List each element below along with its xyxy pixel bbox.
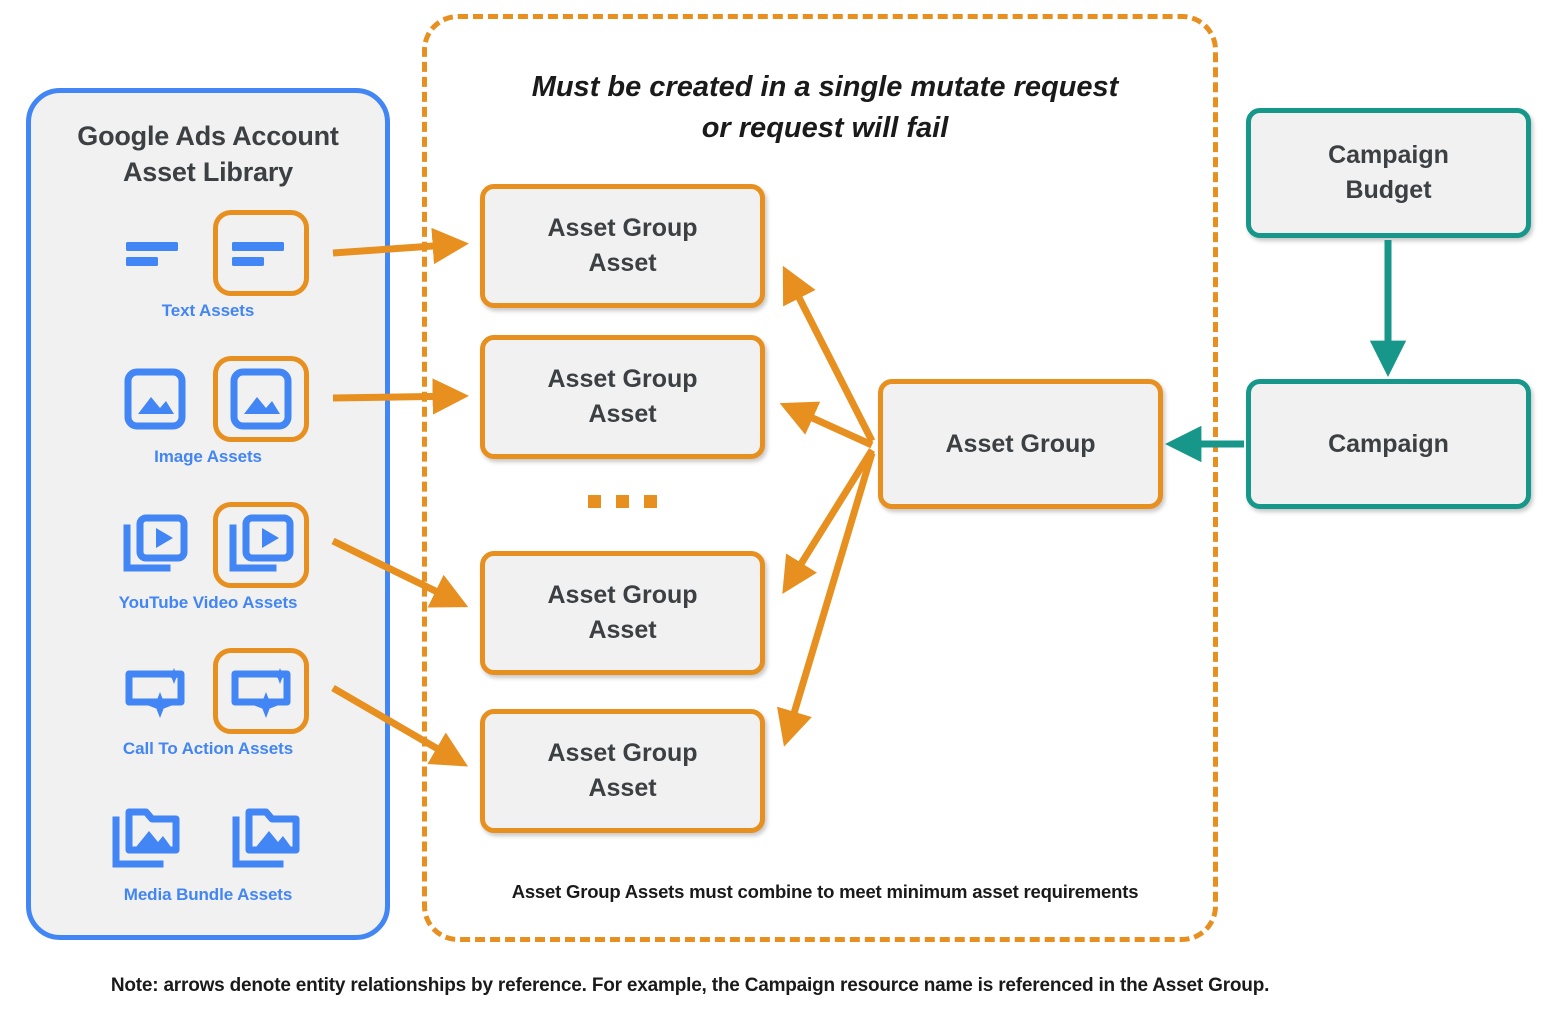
video-asset-icon-selected[interactable]	[213, 502, 309, 588]
image-asset-icon-plain	[107, 356, 203, 442]
asset-group-asset-2-line-1: Asset Group	[547, 365, 698, 393]
asset-icons-image	[31, 353, 385, 445]
asset-group-asset-node-4[interactable]: Asset Group Asset	[480, 709, 765, 833]
asset-icons-video	[31, 499, 385, 591]
campaign-label: Campaign	[1328, 429, 1449, 458]
asset-row-cta: Call To Action Assets	[31, 645, 385, 771]
asset-icons-media-bundle	[31, 791, 385, 883]
call-to-action-asset-icon	[231, 668, 291, 718]
ellipsis-dot-2	[616, 494, 629, 508]
asset-row-image: Image Assets	[31, 353, 385, 479]
asset-row-text: Text Assets	[31, 207, 385, 333]
call-to-action-asset-icon-plain	[107, 648, 203, 734]
asset-icons-cta	[31, 645, 385, 737]
media-bundle-asset-icon-plain-1	[100, 794, 196, 880]
asset-row-video: YouTube Video Assets	[31, 499, 385, 625]
asset-group-asset-node-2[interactable]: Asset Group Asset	[480, 335, 765, 459]
asset-group-asset-2-line-2: Asset	[588, 400, 657, 428]
call-to-action-asset-icon-selected[interactable]	[213, 648, 309, 734]
campaign-budget-line-1: Campaign	[1328, 141, 1449, 169]
asset-library-title-line-1: Google Ads Account	[77, 121, 339, 151]
campaign-budget-line-2: Budget	[1345, 176, 1432, 204]
asset-caption-cta: Call To Action Assets	[122, 739, 294, 758]
asset-row-media-bundle: Media Bundle Assets	[31, 791, 385, 917]
media-bundle-asset-icon	[232, 808, 300, 868]
campaign-budget-node[interactable]: Campaign Budget	[1246, 108, 1531, 238]
asset-caption-video: YouTube Video Assets	[118, 593, 298, 612]
asset-caption-media-bundle: Media Bundle Assets	[123, 885, 293, 904]
text-asset-icon-selected[interactable]	[213, 210, 309, 296]
text-asset-icon	[232, 242, 284, 266]
mutate-container-footnote: Asset Group Assets must combine to meet …	[511, 881, 1139, 902]
asset-group-asset-1-line-2: Asset	[588, 249, 657, 277]
asset-icons-text	[31, 207, 385, 299]
mutate-title-line-2: or request will fail	[701, 111, 949, 144]
ellipsis-dot-3	[644, 494, 657, 508]
asset-caption-image: Image Assets	[154, 447, 262, 466]
asset-group-node[interactable]: Asset Group	[878, 379, 1163, 509]
media-bundle-asset-icon	[112, 808, 180, 868]
mutate-container-title: Must be created in a single mutate reque…	[467, 67, 1183, 148]
asset-group-asset-ellipsis	[480, 489, 765, 513]
asset-group-asset-4-line-1: Asset Group	[547, 739, 698, 767]
asset-library-title-line-2: Asset Library	[123, 156, 293, 187]
video-asset-icon	[123, 514, 188, 572]
asset-caption-text: Text Assets	[161, 301, 255, 320]
mutate-title-line-1: Must be created in a single mutate reque…	[531, 71, 1119, 103]
media-bundle-asset-icon-plain-2	[220, 794, 316, 880]
image-asset-icon	[124, 368, 186, 430]
campaign-node[interactable]: Campaign	[1246, 379, 1531, 509]
video-asset-icon-plain	[107, 502, 203, 588]
call-to-action-asset-icon	[125, 668, 185, 718]
asset-group-asset-3-line-2: Asset	[588, 616, 657, 644]
asset-group-label: Asset Group	[945, 429, 1096, 458]
asset-group-asset-node-1[interactable]: Asset Group Asset	[480, 184, 765, 308]
text-asset-icon	[126, 242, 178, 266]
image-asset-icon-selected[interactable]	[213, 356, 309, 442]
text-asset-icon-plain	[107, 210, 203, 296]
image-asset-icon	[230, 368, 292, 430]
asset-group-asset-4-line-2: Asset	[588, 774, 657, 802]
diagram-note: Note: arrows denote entity relationships…	[110, 975, 1270, 996]
video-asset-icon	[229, 514, 294, 572]
asset-group-asset-node-3[interactable]: Asset Group Asset	[480, 551, 765, 675]
ellipsis-dot-1	[588, 494, 601, 508]
asset-group-asset-1-line-1: Asset Group	[547, 214, 698, 242]
asset-library-panel: Google Ads Account Asset Library	[26, 88, 390, 940]
asset-group-asset-3-line-1: Asset Group	[547, 581, 698, 609]
asset-library-title: Google Ads Account Asset Library	[31, 119, 385, 190]
